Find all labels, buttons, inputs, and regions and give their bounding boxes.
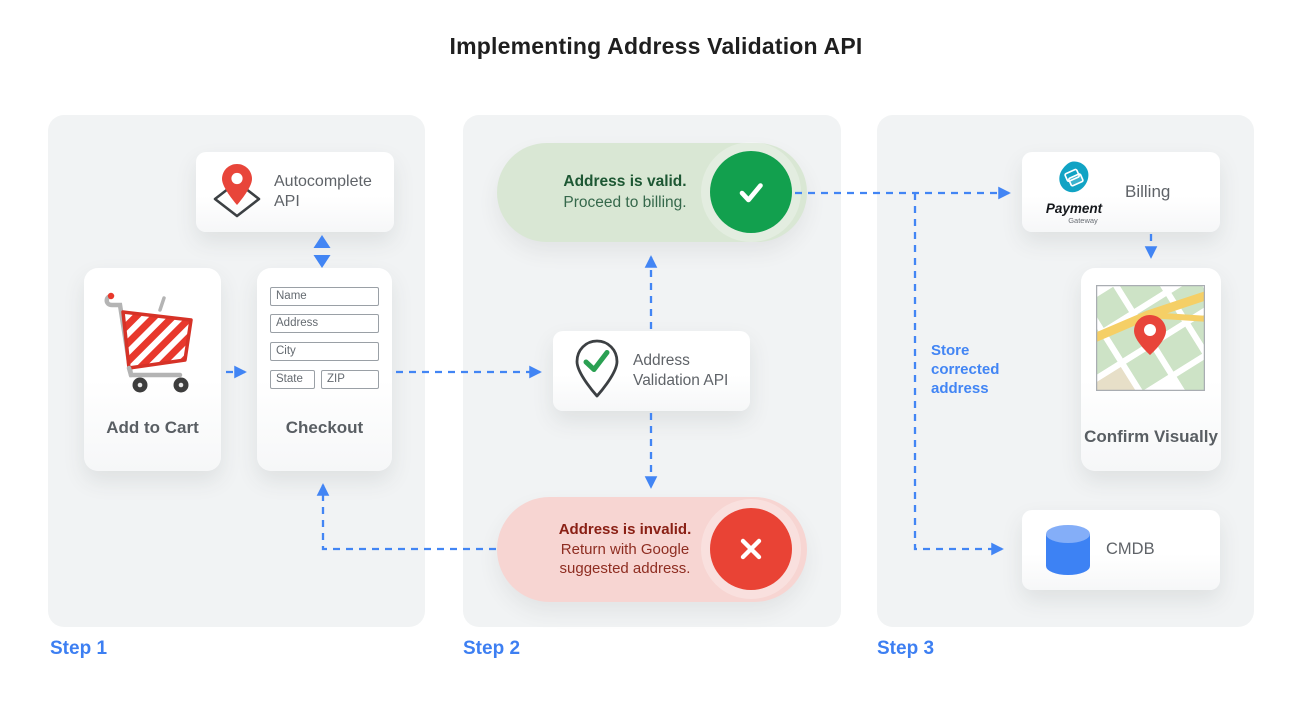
valid-result-subtitle: Proceed to billing. [563, 193, 687, 211]
payment-gateway-logo-primary: Payment [1045, 201, 1103, 216]
address-validation-api-card: Address Validation API [553, 331, 750, 411]
x-icon [710, 508, 792, 590]
invalid-result-title: Address is invalid. [558, 520, 692, 538]
address-valid-result: Address is valid. Proceed to billing. [497, 143, 807, 242]
cmdb-card: CMDB [1022, 510, 1220, 590]
cmdb-label: CMDB [1106, 540, 1155, 558]
page-title: Implementing Address Validation API [449, 33, 863, 59]
checkout-card: Name Address City State ZIP Checkout [257, 268, 392, 471]
autocomplete-api-label: Autocomplete API [274, 173, 372, 210]
billing-label: Billing [1125, 182, 1171, 201]
add-to-cart-label: Add to Cart [106, 418, 199, 437]
map-pin-diamond-icon [208, 161, 266, 224]
shopping-cart-icon [104, 292, 193, 393]
address-invalid-result: Address is invalid. Return with Google s… [497, 497, 807, 602]
payment-gateway-logo: Payment Gateway [1042, 160, 1106, 225]
valid-result-title: Address is valid. [563, 173, 687, 191]
state-field[interactable]: State [270, 370, 315, 389]
invalid-result-subtitle: Return with Google suggested address. [559, 540, 691, 578]
city-field[interactable]: City [270, 342, 379, 361]
billing-card: Payment Gateway Billing [1022, 152, 1220, 232]
confirm-visually-label: Confirm Visually [1084, 427, 1218, 446]
autocomplete-api-card: Autocomplete API [196, 152, 394, 232]
step2-label: Step 2 [463, 638, 521, 659]
step3-label: Step 3 [877, 638, 935, 659]
database-icon [1046, 525, 1090, 575]
confirm-visually-card: Confirm Visually [1081, 268, 1221, 471]
store-corrected-address-annotation: Store corrected address [931, 342, 1000, 397]
payment-gateway-logo-secondary: Gateway [1068, 215, 1098, 225]
check-icon [710, 151, 792, 233]
add-to-cart-card: Add to Cart [84, 268, 221, 471]
name-field[interactable]: Name [270, 287, 379, 306]
map-pin-check-icon [571, 338, 623, 405]
zip-field[interactable]: ZIP [321, 370, 379, 389]
map-thumbnail [1096, 285, 1205, 391]
step1-label: Step 1 [50, 638, 108, 659]
address-field[interactable]: Address [270, 314, 379, 333]
address-validation-api-label: Address Validation API [633, 351, 729, 389]
checkout-label: Checkout [285, 418, 364, 437]
